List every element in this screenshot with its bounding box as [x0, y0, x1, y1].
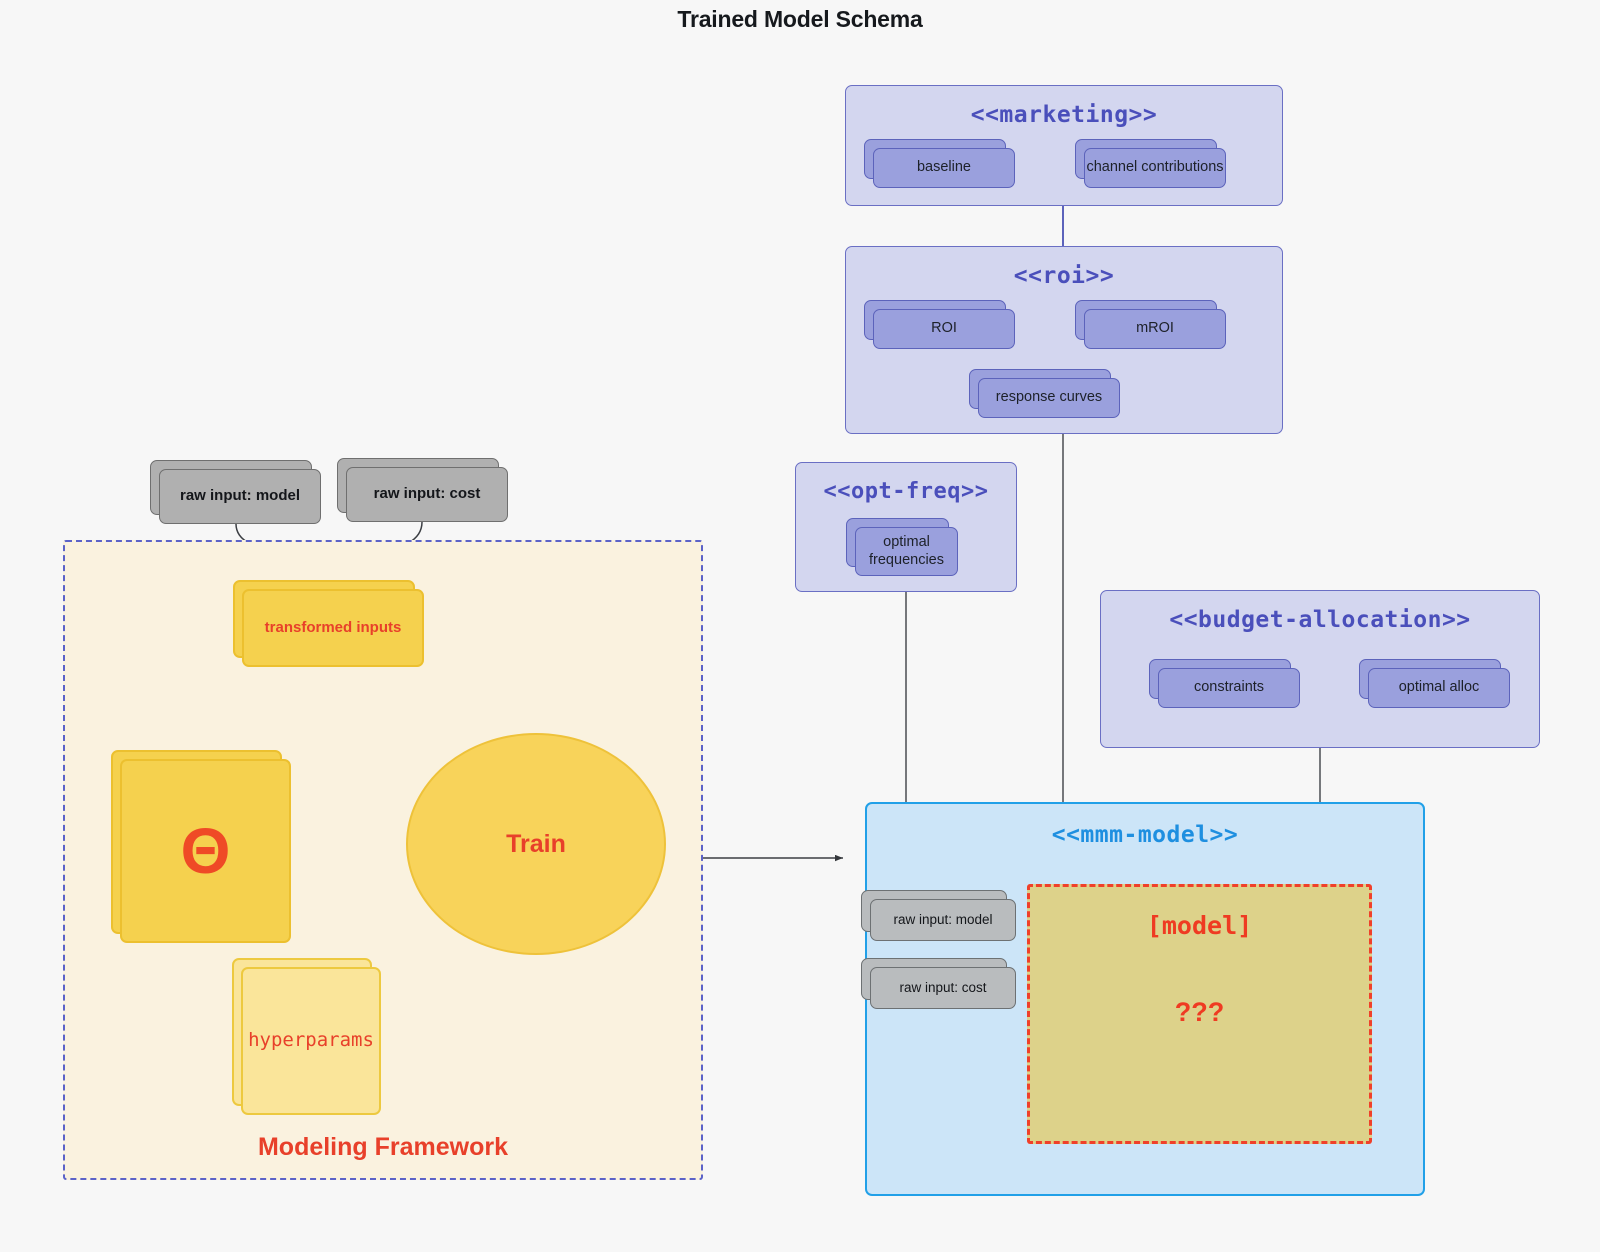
node-optimal-frequencies-line2: frequencies [869, 551, 944, 568]
node-roi-label: ROI [873, 309, 1015, 349]
node-optimal-frequencies-label: optimal frequencies [855, 527, 958, 576]
node-mroi-label: mROI [1084, 309, 1226, 349]
cluster-marketing[interactable]: <<marketing>> baseline channel contribut… [845, 85, 1283, 206]
cluster-budget-allocation-label: <<budget-allocation>> [1169, 607, 1471, 633]
modeling-framework-label: Modeling Framework [257, 1133, 509, 1161]
cluster-mmm-model[interactable]: <<mmm-model>> raw input: model raw input… [861, 802, 1425, 1196]
node-response-curves[interactable]: response curves [969, 369, 1120, 418]
node-transformed-inputs-label: transformed inputs [242, 589, 424, 667]
node-transformed-inputs[interactable]: transformed inputs [233, 580, 424, 667]
cluster-mmm-model-label: <<mmm-model>> [1051, 822, 1239, 848]
cluster-marketing-label: <<marketing>> [970, 102, 1158, 128]
cluster-opt-freq-label: <<opt-freq>> [823, 479, 989, 504]
node-mmm-raw-input-cost-label: raw input: cost [870, 967, 1016, 1009]
node-mroi[interactable]: mROI [1075, 300, 1226, 349]
node-raw-input-cost-label: raw input: cost [346, 467, 508, 522]
node-channel-contributions-label: channel contributions [1084, 148, 1226, 188]
node-response-curves-label: response curves [978, 378, 1120, 418]
node-raw-input-model[interactable]: raw input: model [150, 460, 321, 524]
node-baseline-label: baseline [873, 148, 1015, 188]
node-mmm-raw-input-model[interactable]: raw input: model [861, 890, 1016, 941]
node-constraints[interactable]: constraints [1149, 659, 1300, 708]
node-train[interactable]: Train [406, 733, 666, 955]
node-raw-input-cost[interactable]: raw input: cost [337, 458, 508, 522]
node-constraints-label: constraints [1158, 668, 1300, 708]
node-train-label: Train [506, 829, 566, 858]
node-channel-contributions[interactable]: channel contributions [1075, 139, 1226, 188]
cluster-budget-allocation[interactable]: <<budget-allocation>> constraints optima… [1100, 590, 1540, 748]
model-placeholder-title: [model] [1146, 911, 1253, 940]
node-raw-input-model-label: raw input: model [159, 469, 321, 524]
node-hyperparams-label: hyperparams [241, 967, 381, 1115]
node-theta[interactable]: Θ [111, 750, 291, 943]
node-mmm-raw-input-cost[interactable]: raw input: cost [861, 958, 1016, 1009]
node-theta-label: Θ [120, 759, 291, 943]
cluster-roi[interactable]: <<roi>> ROI mROI response curves [845, 246, 1283, 434]
theta-glyph: Θ [180, 815, 231, 887]
node-optimal-alloc-label: optimal alloc [1368, 668, 1510, 708]
node-baseline[interactable]: baseline [864, 139, 1015, 188]
node-roi[interactable]: ROI [864, 300, 1015, 349]
node-optimal-frequencies-line1: optimal [883, 533, 930, 550]
model-placeholder-unknown: ??? [1174, 997, 1225, 1027]
model-placeholder-box[interactable]: [model] ??? [1027, 884, 1372, 1144]
node-optimal-alloc[interactable]: optimal alloc [1359, 659, 1510, 708]
page-title: Trained Model Schema [677, 6, 923, 32]
node-optimal-frequencies[interactable]: optimal frequencies [846, 518, 958, 576]
cluster-opt-freq[interactable]: <<opt-freq>> optimal frequencies [795, 462, 1017, 592]
node-hyperparams[interactable]: hyperparams [232, 958, 381, 1115]
node-mmm-raw-input-model-label: raw input: model [870, 899, 1016, 941]
cluster-roi-label: <<roi>> [1013, 263, 1115, 289]
